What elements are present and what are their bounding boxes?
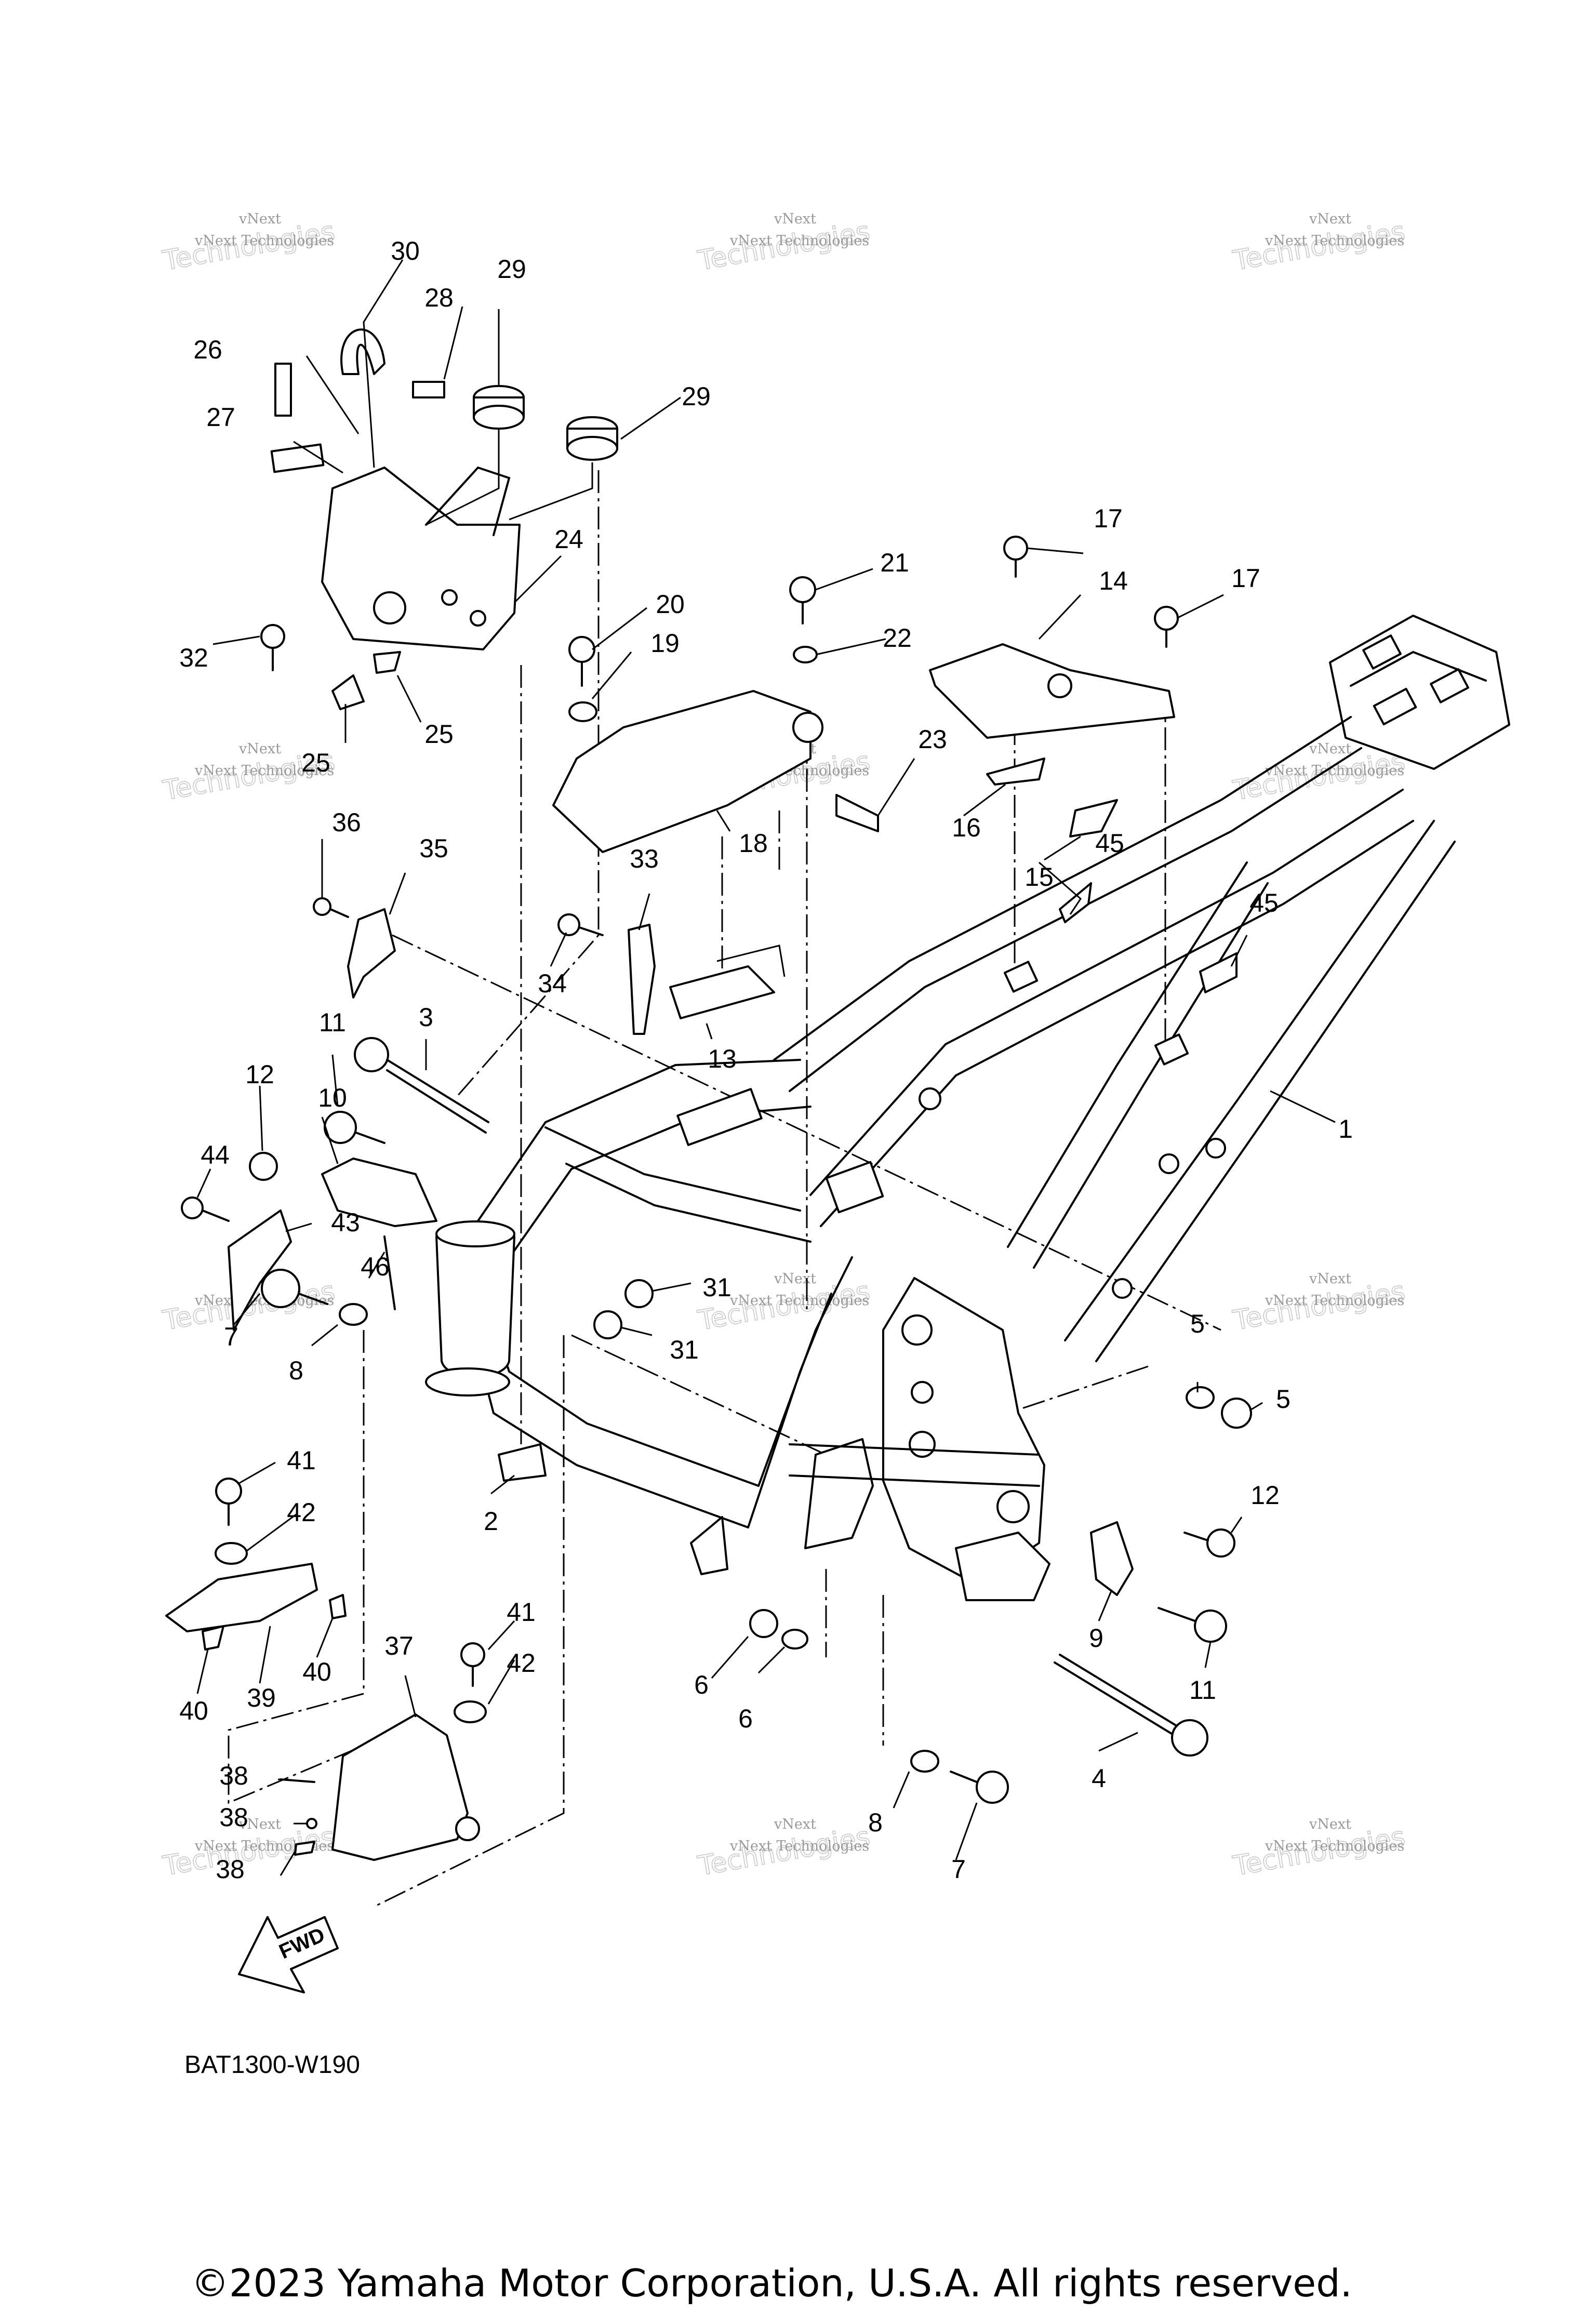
copyright-notice: ©2023 Yamaha Motor Corporation, U.S.A. A… xyxy=(191,2262,1352,2306)
callout-number: 9 xyxy=(1089,1624,1103,1653)
callout-number: 45 xyxy=(1095,829,1124,858)
callout-number: 44 xyxy=(201,1140,230,1169)
callout-number: 28 xyxy=(424,283,454,312)
callout-number: 26 xyxy=(193,335,222,364)
chain-lines xyxy=(228,470,1221,1908)
fwd-arrow: FWD xyxy=(238,1916,339,1993)
callout-number: 15 xyxy=(1025,862,1054,892)
callout-number: 3 xyxy=(419,1003,433,1032)
callout-number: 5 xyxy=(1190,1309,1205,1338)
callout-number: 5 xyxy=(1276,1385,1291,1414)
callout-number: 11 xyxy=(1189,1675,1216,1705)
watermark-line1: vNext xyxy=(1309,741,1351,757)
callout-number: 30 xyxy=(391,236,420,265)
callout-number: 18 xyxy=(739,829,768,858)
callout-number: 12 xyxy=(245,1060,274,1089)
callout-number: 32 xyxy=(179,643,208,672)
callout-number: 45 xyxy=(1249,888,1279,917)
leader-lines xyxy=(196,259,1336,1876)
callout-number: 17 xyxy=(1094,504,1123,533)
callout-number: 40 xyxy=(179,1696,208,1725)
watermark-line1: vNext xyxy=(1309,1271,1351,1287)
callout-number: 13 xyxy=(708,1044,737,1073)
watermark-line2: vNext Technologies xyxy=(729,1838,869,1854)
callout-number: 6 xyxy=(738,1704,753,1733)
callout-number: 33 xyxy=(630,844,659,873)
callout-number: 4 xyxy=(1092,1764,1106,1793)
callout-number: 35 xyxy=(419,834,448,863)
watermark-line2: vNext Technologies xyxy=(729,233,869,249)
main-frame xyxy=(425,615,1510,1601)
watermark-line2: vNext Technologies xyxy=(1265,1838,1404,1854)
callout-number: 21 xyxy=(880,548,909,577)
callout-number: 42 xyxy=(287,1498,316,1527)
watermark-line1: vNext xyxy=(774,211,816,227)
watermark-line1: vNext xyxy=(1309,1816,1351,1832)
parts-group xyxy=(165,328,1252,1861)
watermark-line2: vNext Technologies xyxy=(194,763,334,779)
callout-number: 8 xyxy=(289,1356,303,1385)
callout-number: 25 xyxy=(424,720,454,749)
callout-number: 10 xyxy=(318,1083,347,1112)
callout-number: 2 xyxy=(484,1507,498,1536)
callout-number: 29 xyxy=(682,382,711,411)
callout-number: 39 xyxy=(247,1683,276,1712)
watermark-line2: vNext Technologies xyxy=(729,1293,869,1309)
callout-number: 41 xyxy=(287,1446,316,1475)
watermark-line1: vNext xyxy=(774,1271,816,1287)
watermark-line2: vNext Technologies xyxy=(1265,1293,1404,1309)
callout-number: 42 xyxy=(507,1648,536,1678)
watermark-line2: vNext Technologies xyxy=(194,233,334,249)
callout-number: 1 xyxy=(1338,1114,1353,1143)
callout-number: 19 xyxy=(650,629,680,658)
callout-number: 22 xyxy=(883,623,912,653)
callout-number: 7 xyxy=(224,1322,238,1351)
callout-number: 41 xyxy=(507,1598,536,1627)
callout-number: 24 xyxy=(554,525,583,554)
callout-number: 40 xyxy=(302,1657,331,1686)
watermark-line1: vNext xyxy=(238,741,281,757)
callout-number: 11 xyxy=(319,1008,346,1037)
callout-number: 38 xyxy=(219,1803,248,1832)
callout-number: 31 xyxy=(702,1273,732,1302)
callout-number: 34 xyxy=(538,969,567,998)
watermark-line1: vNext xyxy=(238,211,281,227)
callout-number: 7 xyxy=(951,1855,966,1884)
callout-layer: 1234556677889101111121213141516171718192… xyxy=(179,236,1353,1884)
callout-number: 43 xyxy=(331,1208,360,1237)
callout-number: 14 xyxy=(1099,566,1128,595)
watermark-line1: vNext xyxy=(1309,211,1351,227)
callout-number: 31 xyxy=(670,1335,699,1364)
callout-number: 20 xyxy=(656,590,685,619)
callout-number: 38 xyxy=(219,1761,248,1790)
callout-number: 46 xyxy=(361,1252,390,1281)
callout-number: 6 xyxy=(694,1670,709,1699)
diagram-code: BAT1300-W190 xyxy=(184,2051,360,2079)
callout-number: 12 xyxy=(1251,1481,1280,1510)
callout-number: 29 xyxy=(497,255,526,284)
callout-number: 16 xyxy=(952,813,981,842)
callout-number: 36 xyxy=(332,808,361,837)
watermark-line1: vNext xyxy=(238,1816,281,1832)
callout-number: 25 xyxy=(301,748,330,777)
callout-number: 27 xyxy=(206,403,235,432)
callout-number: 38 xyxy=(216,1855,245,1884)
watermark-line2: vNext Technologies xyxy=(1265,233,1404,249)
callout-number: 17 xyxy=(1231,564,1260,593)
callout-number: 37 xyxy=(384,1631,414,1660)
callout-number: 8 xyxy=(868,1808,883,1837)
callout-number: 23 xyxy=(918,725,947,754)
watermark-line1: vNext xyxy=(774,1816,816,1832)
